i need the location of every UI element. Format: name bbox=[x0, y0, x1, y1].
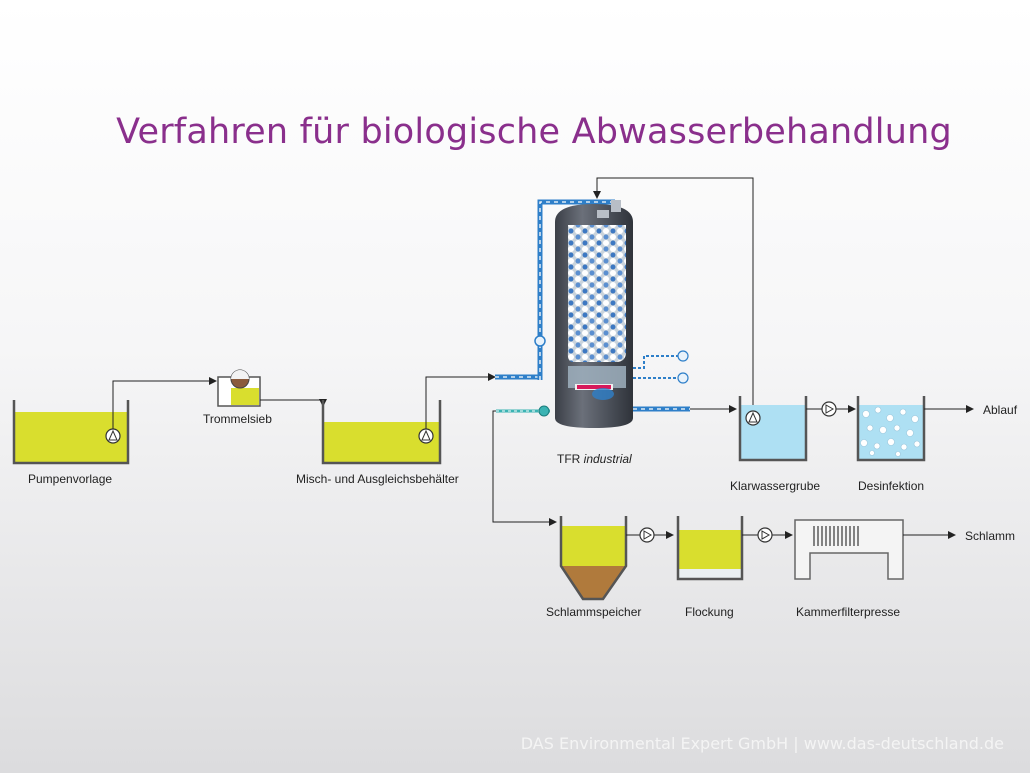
line-return-to-reactor bbox=[593, 177, 754, 411]
misch-tank bbox=[321, 400, 442, 465]
pump-icon bbox=[418, 428, 434, 444]
line-trommelsieb-to-misch bbox=[260, 399, 327, 407]
label-pumpenvorlage: Pumpenvorlage bbox=[28, 472, 113, 486]
label-flockung: Flockung bbox=[685, 605, 734, 619]
sludge-valve-icon bbox=[538, 405, 550, 417]
air-valve-icon bbox=[677, 372, 689, 384]
line-misch-to-reactor bbox=[425, 373, 496, 429]
tfr-reactor bbox=[555, 200, 633, 428]
label-tfr: TFR industrial bbox=[557, 452, 632, 466]
pump-icon bbox=[757, 527, 773, 543]
valve-icon bbox=[534, 335, 546, 347]
line-to-schlammspeicher bbox=[492, 410, 557, 526]
label-klarwassergrube: Klarwassergrube bbox=[730, 479, 821, 493]
line-pumpenvorlage-to-trommelsieb bbox=[112, 377, 217, 429]
desinfektion-tank bbox=[856, 396, 926, 462]
air-valve-icon bbox=[677, 350, 689, 362]
trommelsieb-unit bbox=[217, 369, 261, 407]
pump-icon bbox=[745, 410, 761, 426]
label-ablauf: Ablauf bbox=[983, 403, 1018, 417]
label-schlamm: Schlamm bbox=[965, 529, 1016, 543]
label-schlammspeicher: Schlammspeicher bbox=[546, 605, 642, 619]
label-misch: Misch- und Ausgleichsbehälter bbox=[296, 472, 459, 486]
label-kammerfilterpresse: Kammerfilterpresse bbox=[796, 605, 901, 619]
label-desinfektion: Desinfektion bbox=[858, 479, 925, 493]
pump-icon bbox=[105, 428, 121, 444]
schlammspeicher-tank bbox=[559, 516, 628, 601]
label-tfr-main: TFR bbox=[557, 452, 581, 466]
pump-icon bbox=[639, 527, 655, 543]
air-line-upper bbox=[633, 355, 678, 369]
footer-credit: DAS Environmental Expert GmbH | www.das-… bbox=[520, 734, 1004, 753]
flockung-tank bbox=[676, 516, 744, 581]
label-trommelsieb: Trommelsieb bbox=[203, 412, 272, 426]
pump-icon bbox=[821, 401, 837, 417]
label-tfr-italic: industrial bbox=[583, 452, 632, 466]
klarwassergrube-tank bbox=[738, 396, 808, 462]
kammerfilterpresse-unit bbox=[794, 519, 904, 580]
page-title: Verfahren für biologische Abwasserbehand… bbox=[116, 112, 952, 152]
